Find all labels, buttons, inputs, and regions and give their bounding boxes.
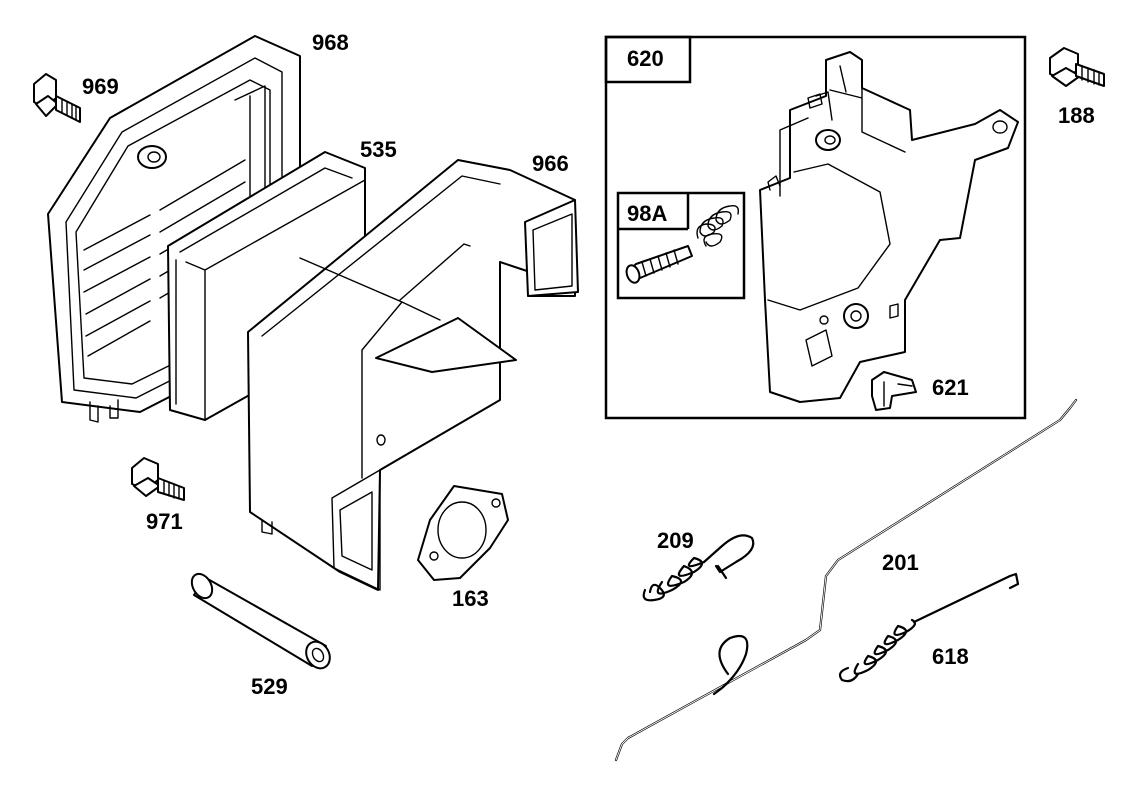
- label-968: 968: [312, 30, 349, 55]
- label-971: 971: [146, 509, 183, 534]
- part-209-spring: [642, 534, 755, 602]
- label-621: 621: [932, 375, 969, 400]
- part-969-screw: [33, 73, 81, 123]
- label-209: 209: [657, 528, 694, 553]
- label-966: 966: [532, 151, 569, 176]
- label-620: 620: [627, 46, 664, 71]
- label-618: 618: [932, 644, 969, 669]
- part-98a-spring-screw: [625, 204, 740, 284]
- part-529-tube: [190, 572, 331, 670]
- label-188: 188: [1058, 103, 1095, 128]
- label-529: 529: [251, 674, 288, 699]
- part-971-screw: [131, 457, 185, 501]
- part-620-label-box: [604, 35, 692, 84]
- label-201: 201: [882, 550, 919, 575]
- part-966-air-cleaner-cover: [247, 159, 579, 591]
- label-163: 163: [452, 586, 489, 611]
- label-98a: 98A: [627, 201, 667, 226]
- part-188-screw: [1049, 47, 1105, 87]
- part-620-frame: [604, 35, 1027, 420]
- part-618-spring: [838, 572, 1020, 683]
- part-163-gasket: [417, 485, 509, 581]
- part-620-control-bracket-box: [604, 35, 1027, 420]
- label-969: 969: [82, 74, 119, 99]
- part-201-link-rod: [614, 398, 1078, 762]
- part-98a-label-frame: [616, 191, 746, 300]
- part-621-clip: [871, 371, 917, 411]
- label-535: 535: [360, 137, 397, 162]
